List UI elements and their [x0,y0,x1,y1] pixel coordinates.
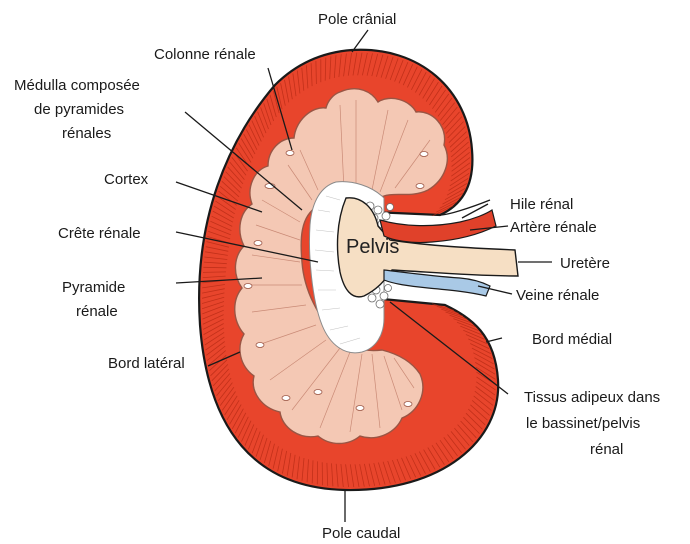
cortex-stripe [316,61,317,84]
label-medulla-line1: Médulla composée [14,77,140,94]
label-pyramide-line1: Pyramide [62,279,125,296]
label-cortex: Cortex [104,171,149,188]
label-artere-renale: Artère rénale [510,219,597,236]
label-uretere: Uretère [560,255,610,272]
label-tissus-line1: Tissus adipeux dans [524,389,660,406]
label-pole-cranial: Pole crânial [318,11,396,28]
label-crete-renale: Crête rénale [58,225,141,242]
label-pole-caudal: Pole caudal [322,525,400,542]
cortex-stripe [203,267,226,268]
label-tissus-line3: rénal [590,441,623,458]
label-tissus-line2: le bassinet/pelvis [526,415,640,432]
label-colonne-renale: Colonne rénale [154,46,256,63]
label-bord-medial: Bord médial [532,331,612,348]
label-hile-renal: Hile rénal [510,196,573,213]
label-veine-renale: Veine rénale [516,287,599,304]
label-medulla-line3: rénales [62,125,111,142]
label-pyramide-line2: rénale [76,303,118,320]
label-pelvis: Pelvis [346,236,399,258]
cortex-stripe [203,272,226,273]
kidney [199,50,518,490]
label-medulla-line2: de pyramides [34,101,124,118]
label-bord-lateral: Bord latéral [108,355,185,372]
